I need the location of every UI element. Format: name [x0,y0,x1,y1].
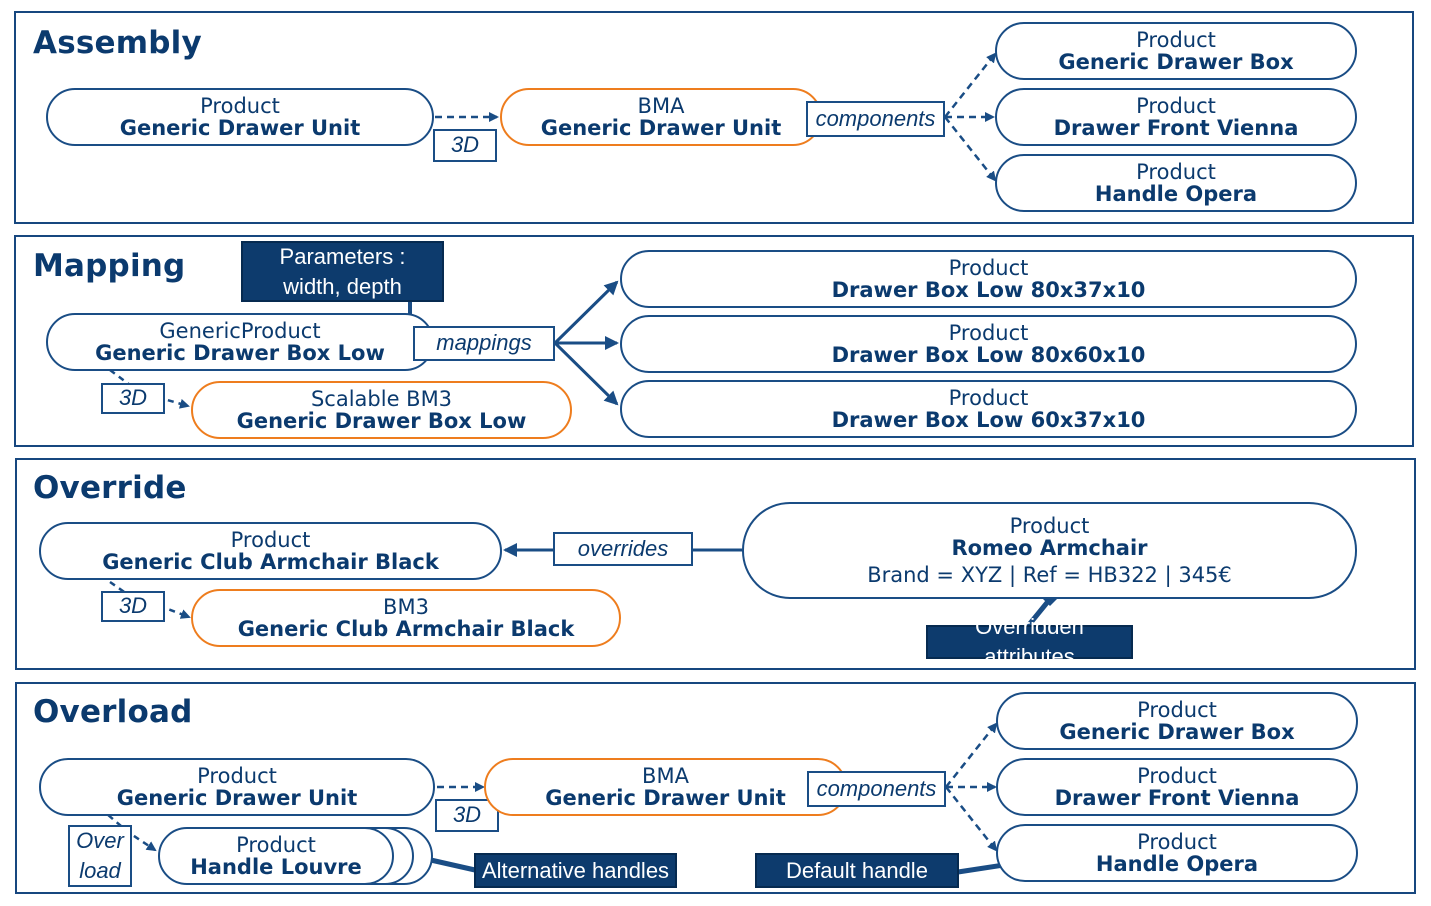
node-type: Product [1009,514,1090,539]
node-type: Product [1137,829,1217,854]
node-name: Generic Club Armchair Black [102,550,439,574]
node-type: Product [948,385,1029,410]
assembly-title: Assembly [33,25,202,61]
override-romeo-node[interactable]: Product Romeo Armchair Brand = XYZ | Ref… [742,502,1357,599]
node-type: Product [1136,159,1216,184]
mapping-title: Mapping [33,248,186,284]
mapping-mappings-label: mappings [413,326,555,361]
node-name: Generic Drawer Unit [545,786,786,810]
mapping-target-node-1[interactable]: Product Drawer Box Low 80x37x10 [620,250,1357,308]
node-name: Drawer Box Low 80x60x10 [831,343,1146,367]
overload-3d-label: 3D [435,799,499,832]
node-type: Product [236,832,316,857]
node-name: Handle Louvre [190,855,362,879]
assembly-component-node-2[interactable]: Product Drawer Front Vienna [995,88,1357,146]
assembly-component-node-1[interactable]: Product Generic Drawer Box [995,22,1357,80]
mapping-3d-label: 3D [101,383,165,414]
node-name: Generic Drawer Box Low [236,409,527,433]
node-name: Generic Drawer Box [1059,720,1295,744]
assembly-3d-label: 3D [433,129,497,162]
overrides-label: overrides [553,532,693,566]
node-type: Product [1136,27,1216,52]
assembly-bma-node[interactable]: BMA Generic Drawer Unit [500,88,822,146]
mapping-target-node-2[interactable]: Product Drawer Box Low 80x60x10 [620,315,1357,373]
overload-component-node-3[interactable]: Product Handle Opera [996,824,1358,882]
override-product-node[interactable]: Product Generic Club Armchair Black [39,522,502,580]
node-type: Product [1137,763,1217,788]
node-name: Generic Drawer Box Low [95,341,385,365]
node-name: Generic Drawer Box [1058,50,1294,74]
node-type: Product [230,527,311,552]
node-name: Drawer Box Low 60x37x10 [831,408,1146,432]
node-name: Generic Club Armchair Black [237,617,575,641]
node-type: Product [200,93,280,118]
mapping-target-node-3[interactable]: Product Drawer Box Low 60x37x10 [620,380,1357,438]
overload-component-node-1[interactable]: Product Generic Drawer Box [996,692,1358,750]
assembly-components-arrow-3 [944,116,997,182]
node-type: Scalable BM3 [310,386,453,411]
assembly-product-node[interactable]: Product Generic Drawer Unit [46,88,434,146]
node-type: GenericProduct [159,318,321,343]
node-name: Generic Drawer Unit [116,786,358,810]
node-name: Drawer Front Vienna [1054,786,1300,810]
alternative-handles-note: Alternative handles [474,853,677,888]
node-type: BMA [637,93,685,118]
mapping-scalable-node[interactable]: Scalable BM3 Generic Drawer Box Low [191,381,572,439]
override-title: Override [33,470,187,506]
node-type: BMA [642,763,689,788]
overload-components-label: components [807,771,946,807]
overridden-attributes-note: Overridden attributes [926,614,1133,669]
mapping-generic-node[interactable]: GenericProduct Generic Drawer Box Low [46,313,434,371]
node-name: Drawer Front Vienna [1053,116,1299,140]
node-name: Drawer Box Low 80x37x10 [831,278,1146,302]
mapping-arrow-3 [553,341,619,406]
assembly-components-label: components [806,101,945,137]
assembly-components-arrow-1 [944,52,997,118]
node-name: Generic Drawer Unit [540,116,782,140]
node-name: Romeo Armchair [951,536,1148,561]
default-handle-note: Default handle [755,853,959,888]
node-name: Handle Opera [1094,182,1258,206]
override-3d-arrow [109,580,191,619]
assembly-component-node-3[interactable]: Product Handle Opera [995,154,1357,212]
overload-component-node-2[interactable]: Product Drawer Front Vienna [996,758,1358,816]
node-type: BM3 [383,594,429,619]
overload-product-node[interactable]: Product Generic Drawer Unit [39,758,435,816]
node-name: Generic Drawer Unit [119,116,361,140]
mapping-arrow-1 [553,280,619,345]
node-name: Handle Opera [1095,852,1259,876]
node-type: Product [948,255,1029,280]
overload-components-arrow-3 [945,786,998,852]
overload-components-arrow-1 [945,722,998,788]
overload-title: Overload [33,694,193,730]
node-type: Product [948,320,1029,345]
overload-bma-node[interactable]: BMA Generic Drawer Unit [484,758,847,816]
node-attributes: Brand = XYZ | Ref = HB322 | 345€ [867,562,1232,587]
node-type: Product [197,763,277,788]
node-type: Product [1137,697,1217,722]
overload-overload-label: Over load [68,825,132,887]
parameters-note: Parameters : width, depth [241,241,444,302]
overload-handle-node[interactable]: Product Handle Louvre [158,827,394,885]
override-3d-label: 3D [101,591,165,622]
node-type: Product [1136,93,1216,118]
override-bm3-node[interactable]: BM3 Generic Club Armchair Black [191,589,621,647]
override-note-link [1026,597,1052,628]
